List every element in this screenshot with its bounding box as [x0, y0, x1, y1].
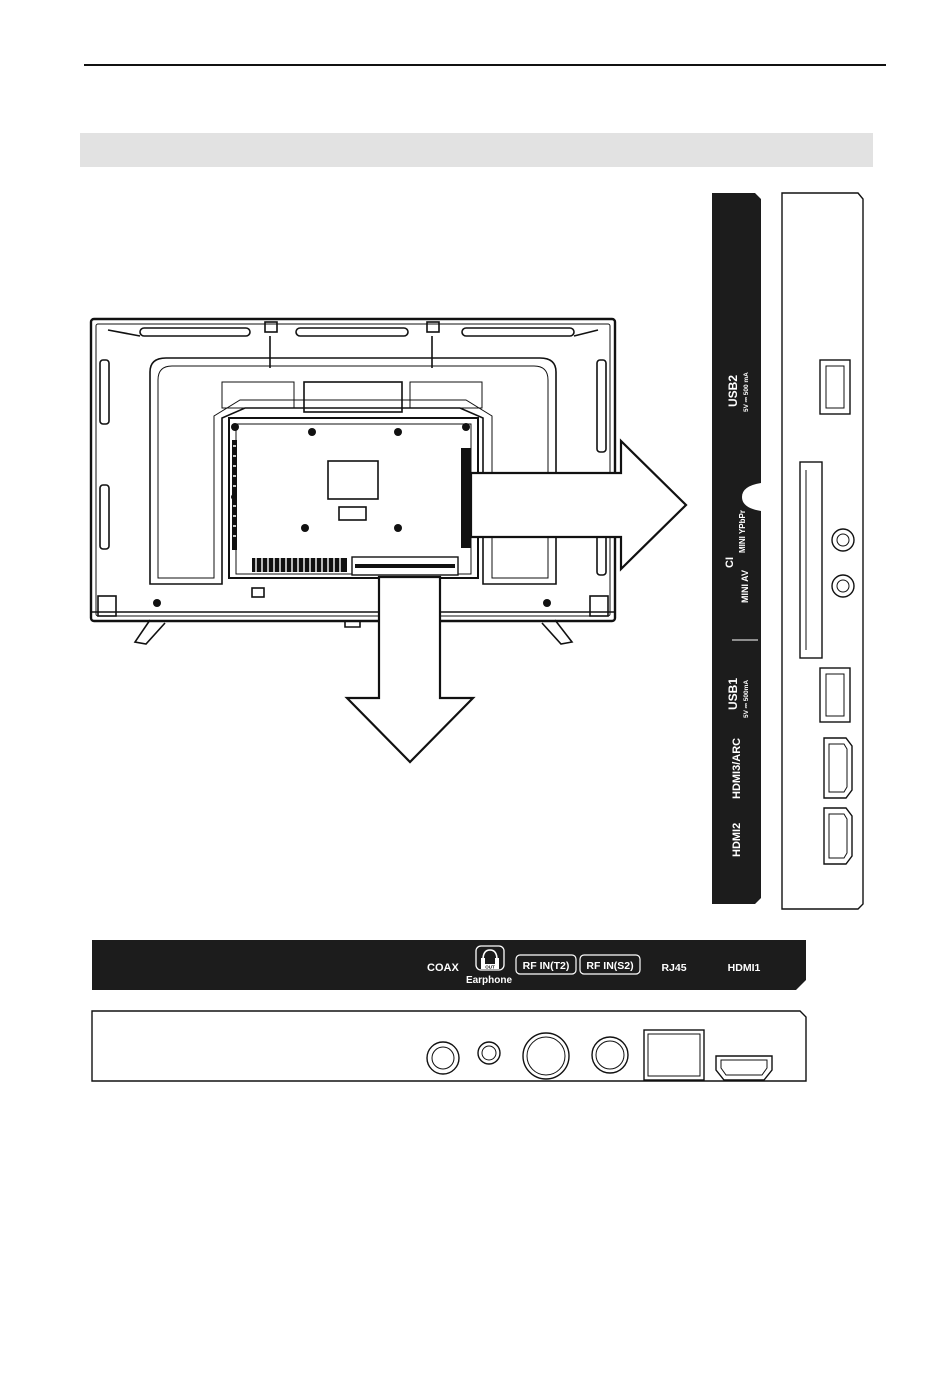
earphone-jack-icon — [478, 1042, 500, 1064]
side-label-usb2: USB2 — [726, 375, 740, 407]
side-label-usb1: USB1 — [726, 678, 740, 710]
bottom-label-rf-in-t2: RF IN(T2) — [523, 960, 570, 972]
bottom-label-rf-in-s2: RF IN(S2) — [586, 960, 633, 972]
svg-text:HDMI2: HDMI2 — [731, 823, 743, 857]
usb2-port-icon — [820, 360, 850, 414]
svg-text:HDMI3/ARC: HDMI3/ARC — [731, 738, 743, 799]
mini-ypbpr-jack-icon — [832, 529, 854, 551]
side-label-usb2-rating: 5V ⎓ 500 mA — [743, 372, 750, 412]
bottom-label-rj45: RJ45 — [661, 962, 686, 974]
arrow-down-icon — [347, 577, 473, 762]
mini-av-jack-icon — [832, 575, 854, 597]
bottom-label-earphone: Earphone — [466, 975, 513, 986]
arrow-right-icon — [471, 441, 686, 569]
ci-slot-icon — [800, 462, 822, 658]
rf-in-t2-jack-icon — [523, 1033, 569, 1079]
svg-text:MINI YPbPr: MINI YPbPr — [738, 510, 747, 553]
usb1-port-icon — [820, 668, 850, 722]
side-label-ci: CI — [724, 557, 736, 568]
svg-text:USB2: USB2 — [726, 375, 740, 407]
bottom-label-coax: COAX — [427, 962, 459, 974]
earphone-out-label: OUT — [485, 965, 495, 970]
side-label-usb1-rating: 5V ⎓ 500mA — [743, 680, 750, 718]
svg-text:5V ⎓ 500 mA: 5V ⎓ 500 mA — [743, 372, 750, 412]
hdmi2-port-icon — [824, 808, 852, 864]
side-connector-panel — [782, 193, 863, 909]
svg-text:USB1: USB1 — [726, 678, 740, 710]
rj45-port-icon — [644, 1030, 704, 1080]
side-label-mini-av: MINI AV — [740, 570, 750, 603]
svg-text:MINI AV: MINI AV — [740, 570, 750, 603]
side-label-hdmi2: HDMI2 — [731, 823, 743, 857]
bottom-connector-panel — [92, 1011, 806, 1081]
side-label-mini-ypbpr: MINI YPbPr — [738, 510, 747, 553]
svg-text:5V ⎓ 500mA: 5V ⎓ 500mA — [743, 680, 750, 718]
bottom-label-hdmi1: HDMI1 — [728, 962, 761, 974]
svg-text:CI: CI — [724, 557, 736, 568]
side-label-hdmi3-arc: HDMI3/ARC — [731, 738, 743, 799]
hdmi3-port-icon — [824, 738, 852, 798]
coax-jack-icon — [427, 1042, 459, 1074]
hdmi1-port-icon — [716, 1056, 772, 1080]
rf-in-s2-jack-icon — [592, 1037, 628, 1073]
